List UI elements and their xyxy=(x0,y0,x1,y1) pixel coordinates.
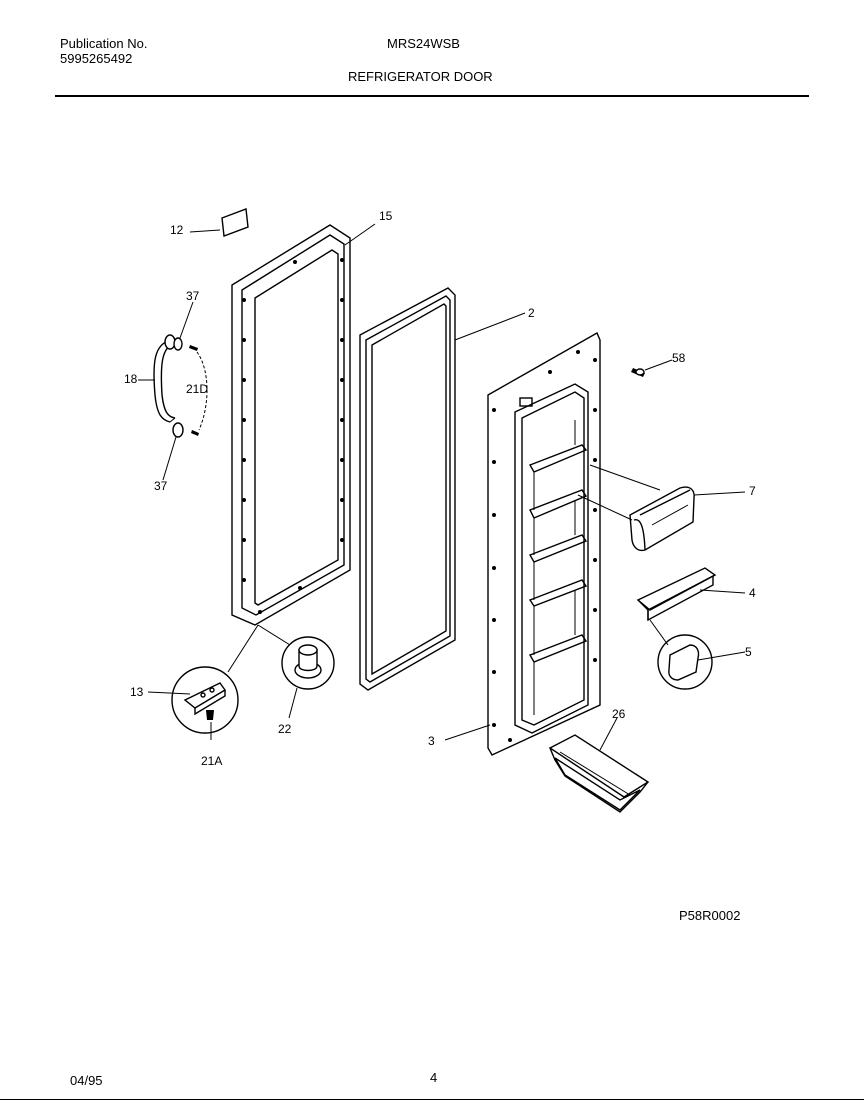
figure-code: P58R0002 xyxy=(679,908,741,923)
callout-22: 22 xyxy=(278,722,292,736)
part-7-dairy-door-cover xyxy=(629,486,695,552)
callout-5: 5 xyxy=(745,645,752,659)
part-37-handle-end-caps xyxy=(164,334,184,438)
callout-37-bottom: 37 xyxy=(154,479,168,493)
callout-58: 58 xyxy=(672,351,686,365)
leader-lines xyxy=(138,223,746,751)
part-22-hinge-bushing-detail xyxy=(281,636,335,690)
part-12-label-plate xyxy=(221,208,249,237)
footer-date: 04/95 xyxy=(70,1073,103,1088)
part-58-screw xyxy=(631,368,645,377)
callout-4: 4 xyxy=(749,586,756,600)
publication-label: Publication No. xyxy=(60,36,148,51)
callout-37-top: 37 xyxy=(186,289,200,303)
part-15-door-outer-panel xyxy=(231,224,351,626)
callout-7: 7 xyxy=(749,484,756,498)
callout-13: 13 xyxy=(130,685,144,699)
callout-12: 12 xyxy=(170,223,184,237)
part-5-shelf-end-cap-detail xyxy=(657,634,713,690)
callout-3: 3 xyxy=(428,734,435,748)
model-number: MRS24WSB xyxy=(387,36,460,51)
callout-21a: 21A xyxy=(201,754,222,768)
callout-2: 2 xyxy=(528,306,535,320)
callout-18: 18 xyxy=(124,372,138,386)
part-18-door-handle xyxy=(153,339,176,423)
callout-15: 15 xyxy=(379,209,393,223)
part-26-door-bin xyxy=(548,734,650,813)
part-4-door-shelf-bar xyxy=(636,567,717,622)
part-13-hinge-detail xyxy=(171,666,239,734)
page-number: 4 xyxy=(430,1070,438,1085)
part-21d-handle-screws xyxy=(189,345,208,436)
header-rule xyxy=(55,95,809,97)
part-3-door-liner xyxy=(487,332,601,756)
section-title: REFRIGERATOR DOOR xyxy=(348,69,493,84)
footer-rule xyxy=(0,1099,864,1100)
callout-26: 26 xyxy=(612,707,626,721)
publication-number: 5995265492 xyxy=(60,51,133,66)
callout-21d: 21D xyxy=(186,382,208,396)
part-2-door-gasket xyxy=(359,287,456,691)
